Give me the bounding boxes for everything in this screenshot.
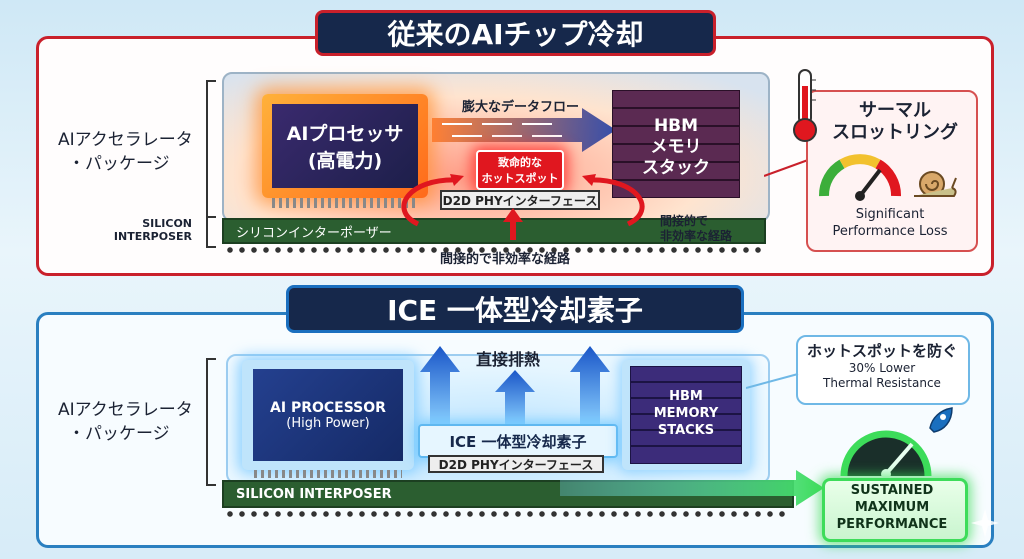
sustained-performance-box [822,478,968,542]
prevent-hotspot-title: ホットスポットを防ぐ [806,342,957,360]
package-bracket-top [206,80,216,218]
heat-loop-arrows [401,174,645,240]
interposer-side-label: SILICON INTERPOSER [113,217,192,243]
dataflow-arrow [432,108,616,152]
package-label-top: AIアクセラレータ ・パッケージ [58,130,193,174]
solder-bumps-top [226,246,762,254]
processor-pins-bottom [254,470,402,478]
hotspot-prevention-callout [796,335,970,405]
conventional-title: 従来のAIチップ冷却 [315,10,716,56]
direct-exhaust-label: 直接排熱 [476,350,541,369]
performance-loss-label: Significant Performance Loss [832,207,948,239]
rocket-icon [924,407,953,434]
processor-pins-top [272,198,418,208]
performance-flow-arrow [560,470,824,506]
ice-cooling-element: ICE 一体型冷却素子 [418,424,618,458]
callout-pointer-top [764,159,808,177]
sustained-performance-label: SUSTAINED MAXIMUM PERFORMANCE [836,483,948,532]
hotspot-badge: 致命的な ホットスポット [476,150,564,190]
ai-processor-chip-bottom: AI PROCESSOR (High Power) [242,360,414,470]
interposer-bracket-top [206,216,216,248]
callout-pointer-bottom [746,373,799,389]
d2d-phy-interface-bottom: D2D PHYインターフェース [428,455,604,473]
throttling-title: サーマル スロットリング [832,100,958,143]
d2d-phy-interface-top: D2D PHYインターフェース [440,190,600,210]
package-label-bottom: AIアクセラレータ ・パッケージ [58,400,193,444]
thermal-resistance-label: 30% Lower Thermal Resistance [823,361,941,390]
silicon-interposer-top: シリコンインターポーザー [222,218,766,244]
solder-bumps-bottom [226,510,790,518]
ai-processor-chip-top: AIプロセッサ (高電力) [262,94,428,198]
gauge-icon [819,154,901,201]
indirect-path-right-label: 間接的で 非効率な経路 [660,214,733,243]
sparkle-icon [971,509,999,537]
dataflow-label: 膨大なデータフロー [462,100,580,115]
ice-title: ICE 一体型冷却素子 [286,285,744,333]
hbm-stack-bottom: HBM MEMORY STACKS [630,366,742,464]
package-bracket-bottom [206,358,216,486]
speedometer-icon [840,430,932,479]
thermometer-icon [793,69,817,142]
snail-icon [914,171,957,197]
exhaust-arrows [420,346,610,426]
indirect-path-bottom-label: 間接的で非効率な経路 [440,252,571,267]
hbm-stack-top: HBM メモリ スタック [612,90,740,200]
